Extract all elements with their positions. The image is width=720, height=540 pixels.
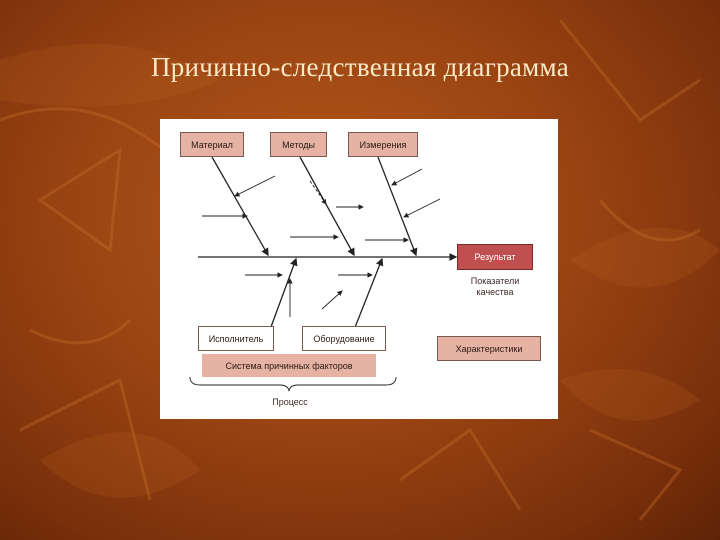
box-methods: Методы bbox=[270, 132, 327, 157]
rib-methods bbox=[299, 156, 355, 257]
slide-title: Причинно-следственная диаграмма bbox=[150, 52, 570, 82]
box-measurements: Измерения bbox=[348, 132, 418, 157]
diagram-lines bbox=[189, 156, 458, 392]
box-equipment: Оборудование bbox=[302, 326, 386, 351]
quality-indicators-line1: Показатели bbox=[470, 276, 520, 286]
rib-measurements bbox=[377, 156, 418, 257]
process-label: Процесс bbox=[272, 397, 308, 407]
box-result: Результат bbox=[457, 244, 533, 270]
fishbone-diagram: Материал Методы Измерения Результат Пока… bbox=[160, 119, 558, 419]
box-performer: Исполнитель bbox=[198, 326, 274, 351]
rib-material bbox=[211, 156, 269, 257]
box-cause-system: Система причинных факторов bbox=[202, 354, 376, 377]
quality-indicators-line2: качества bbox=[476, 287, 514, 297]
rib-equipment bbox=[351, 257, 384, 336]
box-material: Материал bbox=[180, 132, 244, 157]
rib-performer bbox=[267, 257, 298, 336]
box-characteristics: Характеристики bbox=[437, 336, 541, 361]
